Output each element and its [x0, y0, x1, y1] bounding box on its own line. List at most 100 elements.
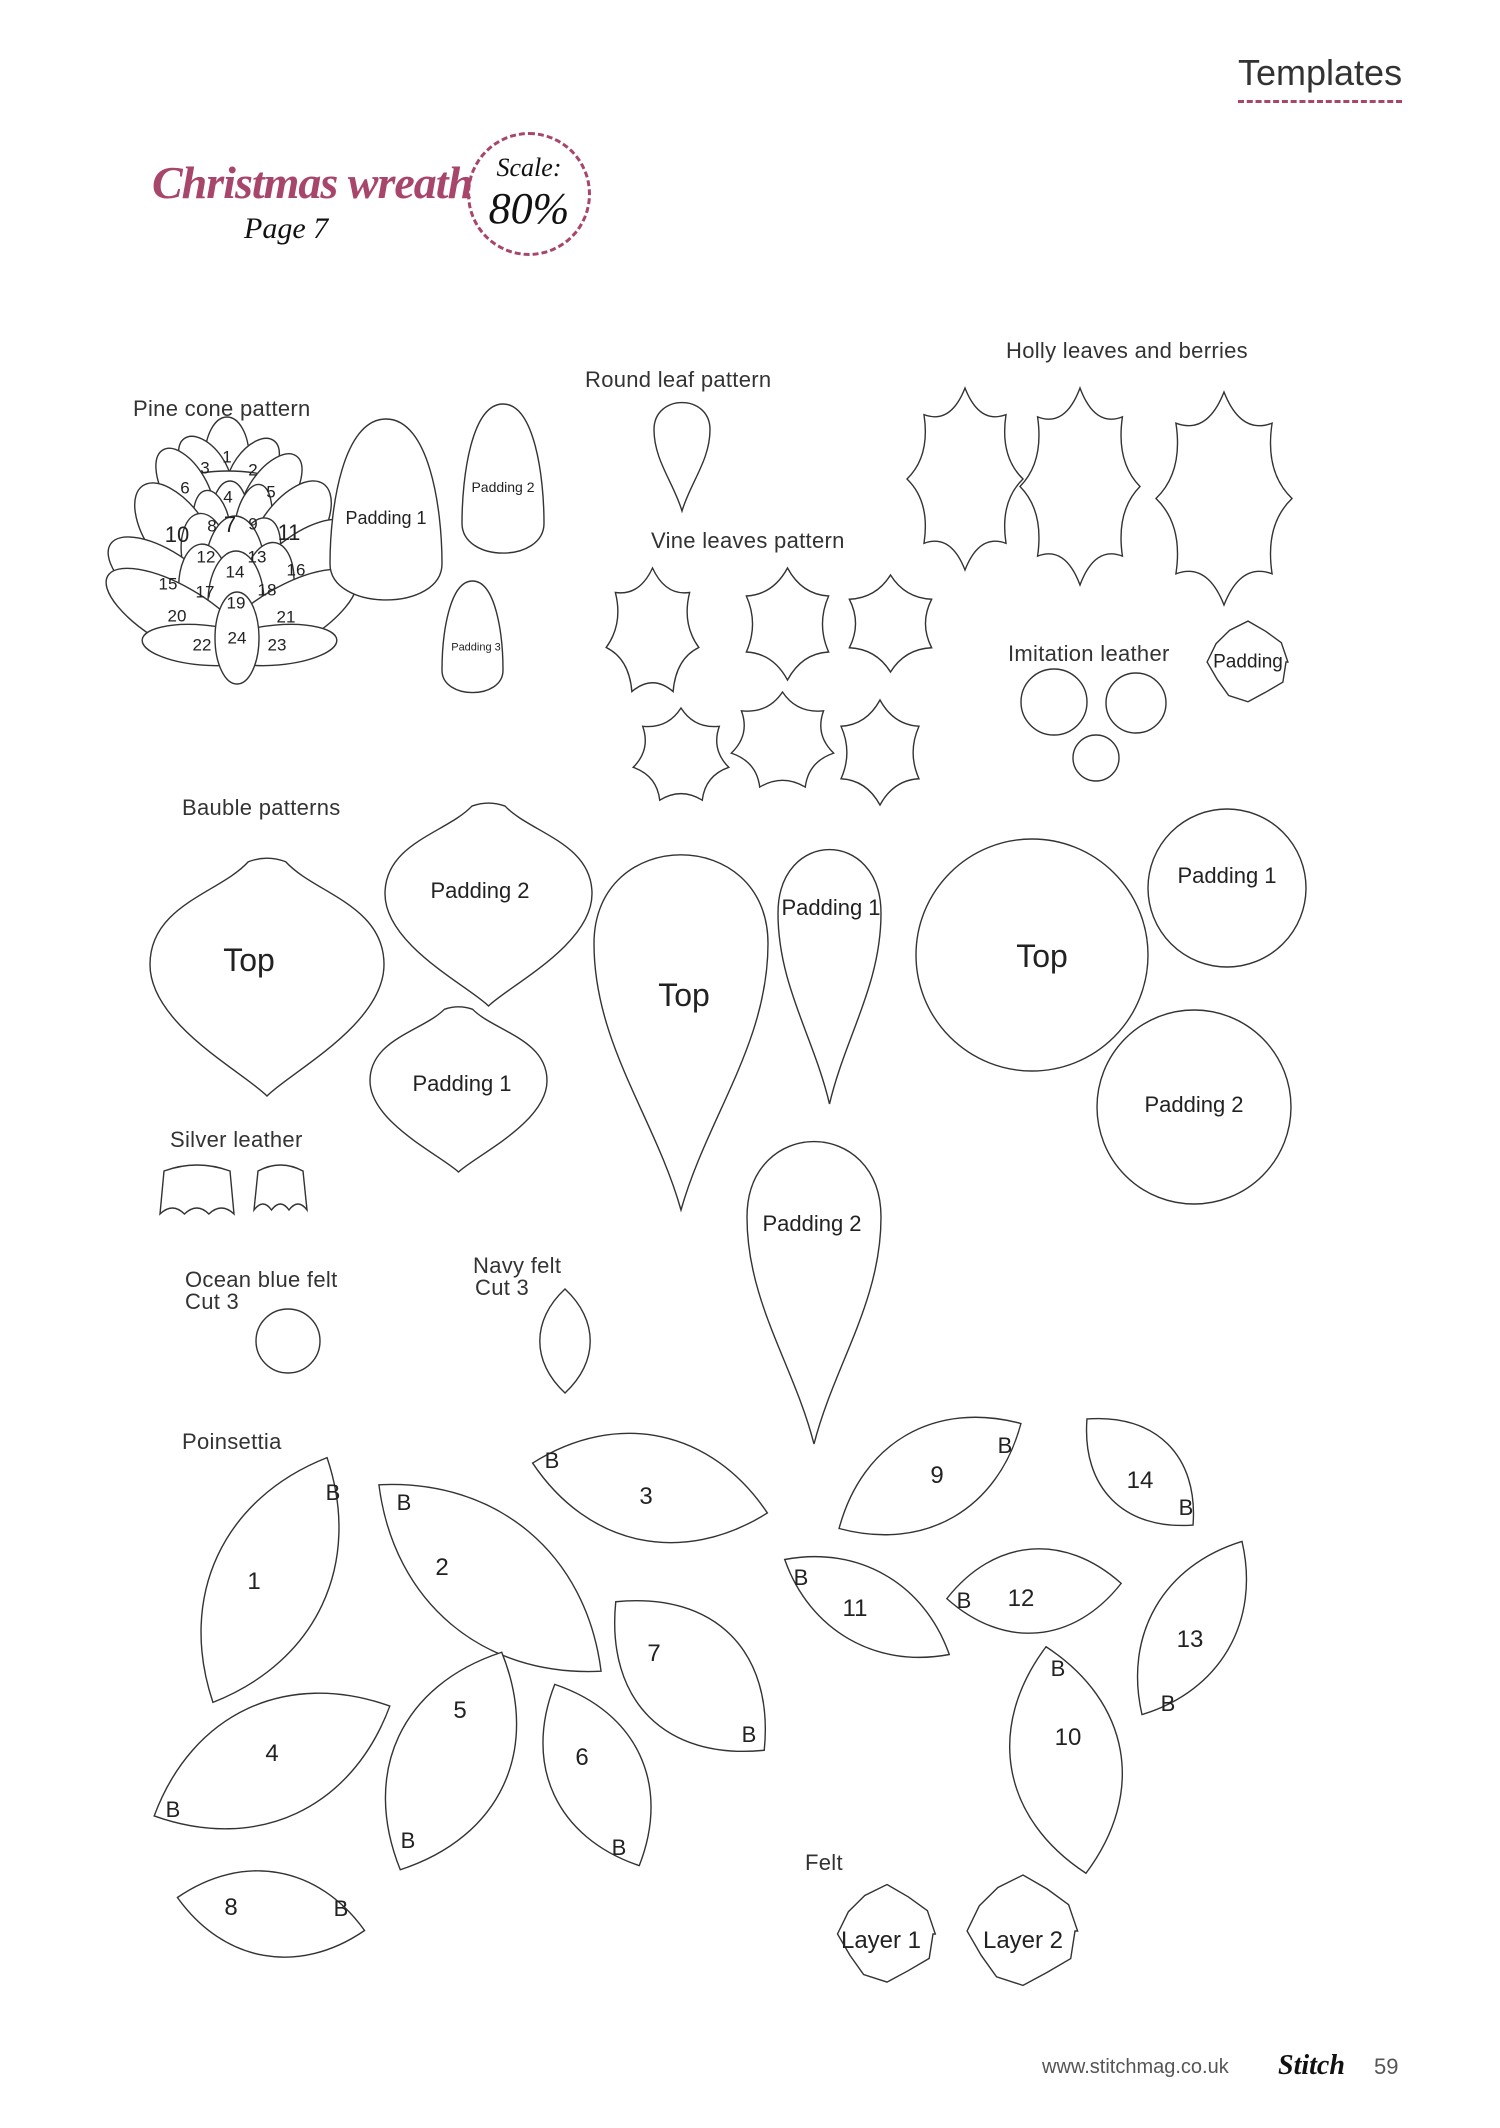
page-reference: Page 7	[244, 212, 329, 245]
pine-cone-label: Pine cone pattern	[133, 396, 311, 421]
pine-cone-number: 20	[167, 606, 187, 626]
bauble-top-shape	[149, 857, 385, 1097]
poinsettia-petal-4	[153, 1692, 391, 1830]
poinsettia-number: 1	[247, 1568, 261, 1595]
bauble-padding-1-label: Padding 1	[412, 1071, 512, 1096]
pine-cone-number: 10	[164, 522, 190, 547]
poinsettia-petal-8	[176, 1870, 366, 1958]
base-marker: B	[1050, 1656, 1066, 1681]
pine-cone-number: 5	[266, 482, 276, 502]
berry-shape	[1105, 672, 1167, 734]
drop-padding-1-shape	[777, 849, 882, 1105]
scale-value: 80%	[488, 184, 570, 233]
navy-felt-cut: Cut 3	[475, 1275, 530, 1300]
base-marker: B	[1178, 1495, 1194, 1520]
circle-padding-1-shape	[1147, 808, 1307, 968]
pine-cone-number: 17	[195, 582, 215, 602]
base-marker: B	[396, 1490, 412, 1515]
pine-cone-number: 11	[277, 520, 301, 545]
poinsettia-label: Poinsettia	[182, 1429, 282, 1454]
pine-cone-number: 18	[257, 580, 277, 600]
footer-page-number: 59	[1374, 2054, 1399, 2079]
silver-leather-shape	[159, 1164, 235, 1216]
vine-leaf-shape	[848, 573, 933, 674]
berry-shape	[1020, 668, 1088, 736]
pine-cone-number: 4	[223, 487, 233, 507]
drop-padding-2-label: Padding 2	[762, 1211, 862, 1236]
poinsettia-number: 11	[842, 1595, 868, 1622]
poinsettia-petal-1	[200, 1456, 340, 1704]
poinsettia-number: 9	[930, 1462, 944, 1489]
base-marker: B	[1160, 1691, 1176, 1716]
poinsettia-petal-11	[783, 1555, 951, 1659]
pine-padding-1-label: Padding 1	[345, 508, 427, 528]
pine-padding-2-label: Padding 2	[471, 479, 535, 495]
base-marker: B	[544, 1448, 560, 1473]
drop-padding-2-shape	[746, 1141, 882, 1445]
silver-leather-label: Silver leather	[170, 1127, 303, 1152]
poinsettia-number: 8	[224, 1894, 238, 1921]
poinsettia-number: 13	[1176, 1626, 1204, 1653]
poinsettia-number: 10	[1054, 1724, 1082, 1751]
vine-leaf-shape	[729, 690, 836, 789]
holly-label: Holly leaves and berries	[1006, 338, 1248, 363]
pine-cone-number: 2	[248, 460, 258, 480]
navy-felt-label: Navy felt	[473, 1253, 562, 1278]
felt-layer-1-label: Layer 1	[840, 1927, 922, 1954]
pine-cone-number: 19	[226, 593, 246, 613]
pine-cone-number: 3	[200, 458, 210, 478]
vine-leaves-label: Vine leaves pattern	[651, 528, 845, 553]
felt-layer-1-shape	[836, 1883, 937, 1983]
base-marker: B	[956, 1588, 972, 1613]
bauble-top-label: Top	[223, 942, 275, 978]
project-title: Christmas wreath	[152, 157, 473, 208]
poinsettia-number: 6	[575, 1744, 589, 1771]
pine-cone-number: 16	[286, 560, 306, 580]
pine-cone-number: 1	[222, 447, 232, 467]
footer-brand-logo: Stitch	[1278, 2050, 1345, 2081]
base-marker: B	[333, 1896, 349, 1921]
base-marker: B	[997, 1433, 1013, 1458]
pine-cone-number: 13	[247, 547, 267, 567]
pine-cone-number: 12	[196, 547, 216, 567]
holly-leaf-shape	[1154, 390, 1294, 607]
pine-cone-scale	[214, 591, 260, 685]
poinsettia-petal-2	[378, 1483, 602, 1673]
scale-label: Scale:	[496, 153, 562, 182]
poinsettia-number: 2	[435, 1554, 449, 1581]
poinsettia-number: 3	[639, 1483, 653, 1510]
circle-padding-1-label: Padding 1	[1177, 863, 1277, 888]
poinsettia-petal-9	[838, 1416, 1022, 1536]
circle-top-shape	[915, 838, 1149, 1072]
pine-padding-3-label: Padding 3	[451, 641, 501, 654]
imitation-padding-label: Padding	[1213, 651, 1283, 673]
poinsettia-petal-5	[384, 1651, 518, 1871]
bauble-padding-1-shape	[369, 1006, 548, 1173]
pine-cone-number: 24	[227, 628, 247, 648]
imitation-padding-shape	[1206, 620, 1289, 703]
footer-url[interactable]: www.stitchmag.co.uk	[1042, 2056, 1229, 2078]
base-marker: B	[325, 1480, 341, 1505]
round-leaf-label: Round leaf pattern	[585, 367, 772, 392]
poinsettia-petal-10	[1009, 1645, 1123, 1875]
holly-leaf-shape	[905, 386, 1025, 572]
silver-leather-shape	[253, 1164, 308, 1213]
bauble-padding-2-shape	[384, 802, 593, 1007]
pine-cone-number: 14	[225, 562, 245, 582]
base-marker: B	[400, 1828, 416, 1853]
drop-top-label: Top	[658, 977, 710, 1013]
pine-padding-2-shape	[461, 403, 545, 554]
imitation-leather-label: Imitation leather	[1008, 641, 1170, 666]
base-marker: B	[165, 1797, 181, 1822]
drop-top-shape	[593, 854, 769, 1213]
round-leaf-shape	[653, 401, 711, 514]
vine-leaf-shape	[839, 698, 921, 807]
pine-cone-number: 8	[207, 516, 217, 536]
poinsettia-number: 5	[453, 1697, 467, 1724]
poinsettia-petal-14	[1085, 1417, 1195, 1527]
pine-cone-number: 23	[267, 635, 287, 655]
poinsettia-petal-7	[614, 1600, 766, 1752]
felt-label: Felt	[805, 1850, 843, 1875]
holly-leaf-shape	[1019, 386, 1141, 587]
